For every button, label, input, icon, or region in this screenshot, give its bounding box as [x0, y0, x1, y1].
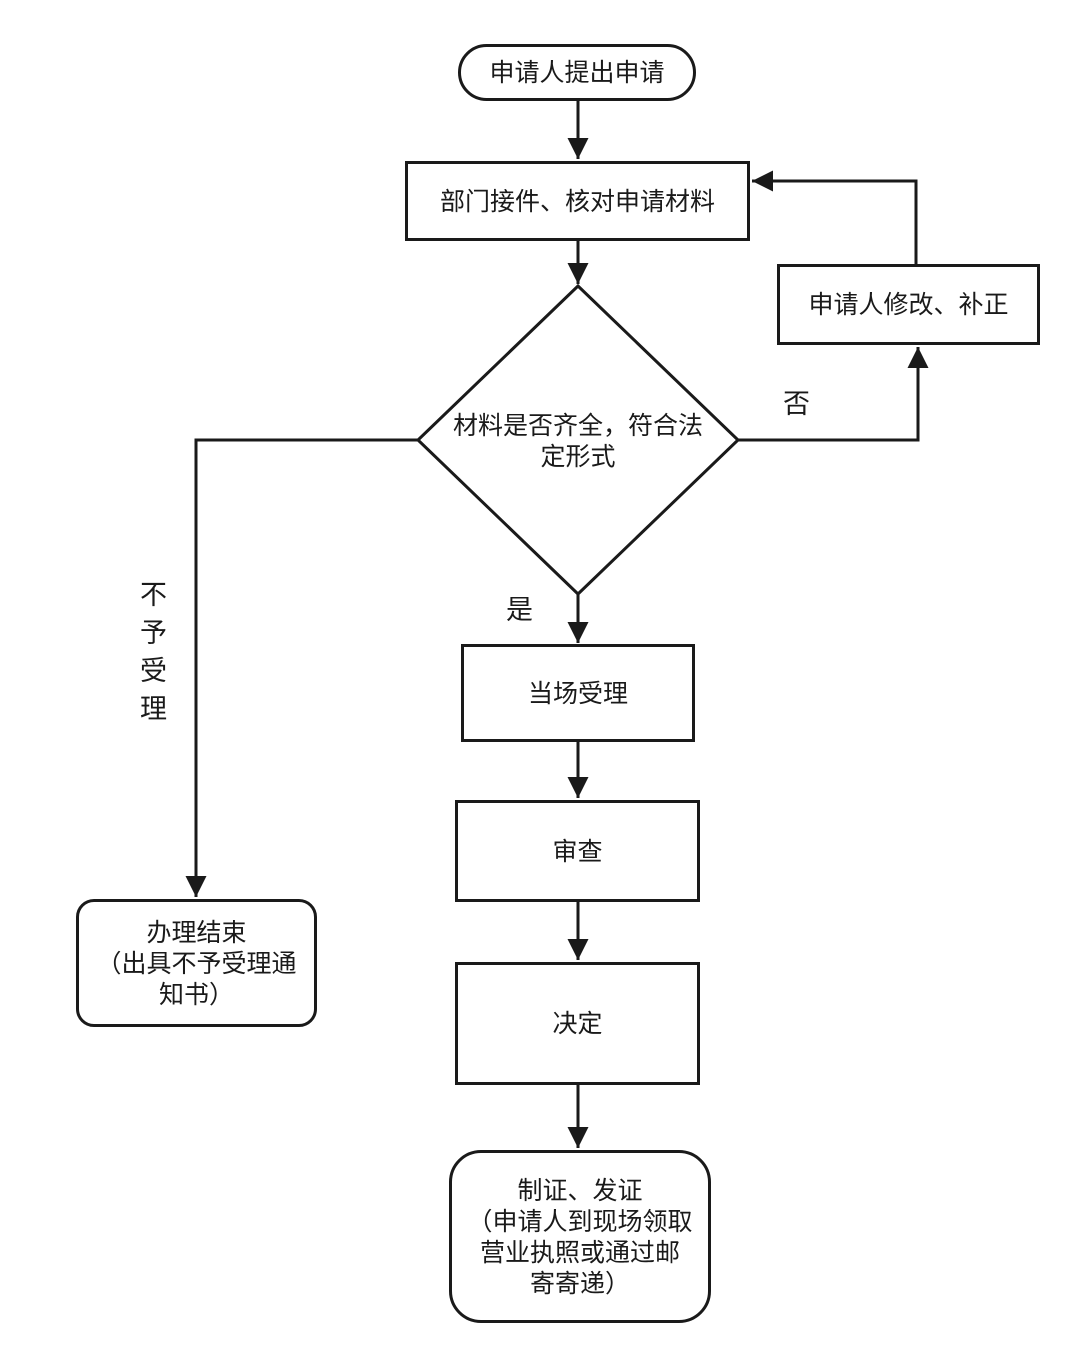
start-node-label: 申请人提出申请 [489, 58, 665, 87]
decision-node-label: 材料是否齐全，符合法 定形式 [428, 410, 728, 472]
reject-end-label-line2: （出具不予受理通 [96, 948, 297, 978]
issue-label-line4: 寄寄递） [529, 1268, 630, 1298]
reject-end-node: 办理结束 （出具不予受理通 知书） [76, 899, 317, 1027]
reject-end-label-line1: 办理结束 [146, 917, 247, 947]
edge-decision-reject [185, 438, 418, 897]
edge-amend-receive [752, 170, 918, 264]
accept-node-label: 当场受理 [527, 678, 628, 708]
issue-label-line1: 制证、发证 [517, 1175, 643, 1205]
reject-end-label-line3: 知书） [158, 979, 234, 1009]
edge-label-not-accepted: 不予受理 [140, 580, 167, 725]
edge-decision-amend [738, 347, 929, 442]
issue-label-line3: 营业执照或通过邮 [479, 1237, 680, 1267]
accept-node: 当场受理 [461, 644, 695, 742]
review-node-label: 审查 [552, 836, 603, 866]
receive-node: 部门接件、核对申请材料 [405, 161, 750, 241]
start-node: 申请人提出申请 [458, 44, 696, 101]
issue-node: 制证、发证 （申请人到现场领取 营业执照或通过邮 寄寄递） [449, 1150, 711, 1323]
edge-label-no: 否 [783, 389, 810, 420]
decision-label-line1: 材料是否齐全，符合法 [452, 411, 703, 440]
edge-label-yes: 是 [506, 595, 533, 626]
receive-node-label: 部门接件、核对申请材料 [439, 186, 715, 216]
amend-node: 申请人修改、补正 [777, 264, 1040, 345]
issue-label-line2: （申请人到现场领取 [467, 1206, 693, 1236]
decision-label-line2: 定形式 [540, 442, 616, 471]
decide-node: 决定 [455, 962, 700, 1085]
decide-node-label: 决定 [552, 1009, 603, 1038]
amend-node-label: 申请人修改、补正 [808, 290, 1009, 319]
review-node: 审查 [455, 800, 700, 902]
